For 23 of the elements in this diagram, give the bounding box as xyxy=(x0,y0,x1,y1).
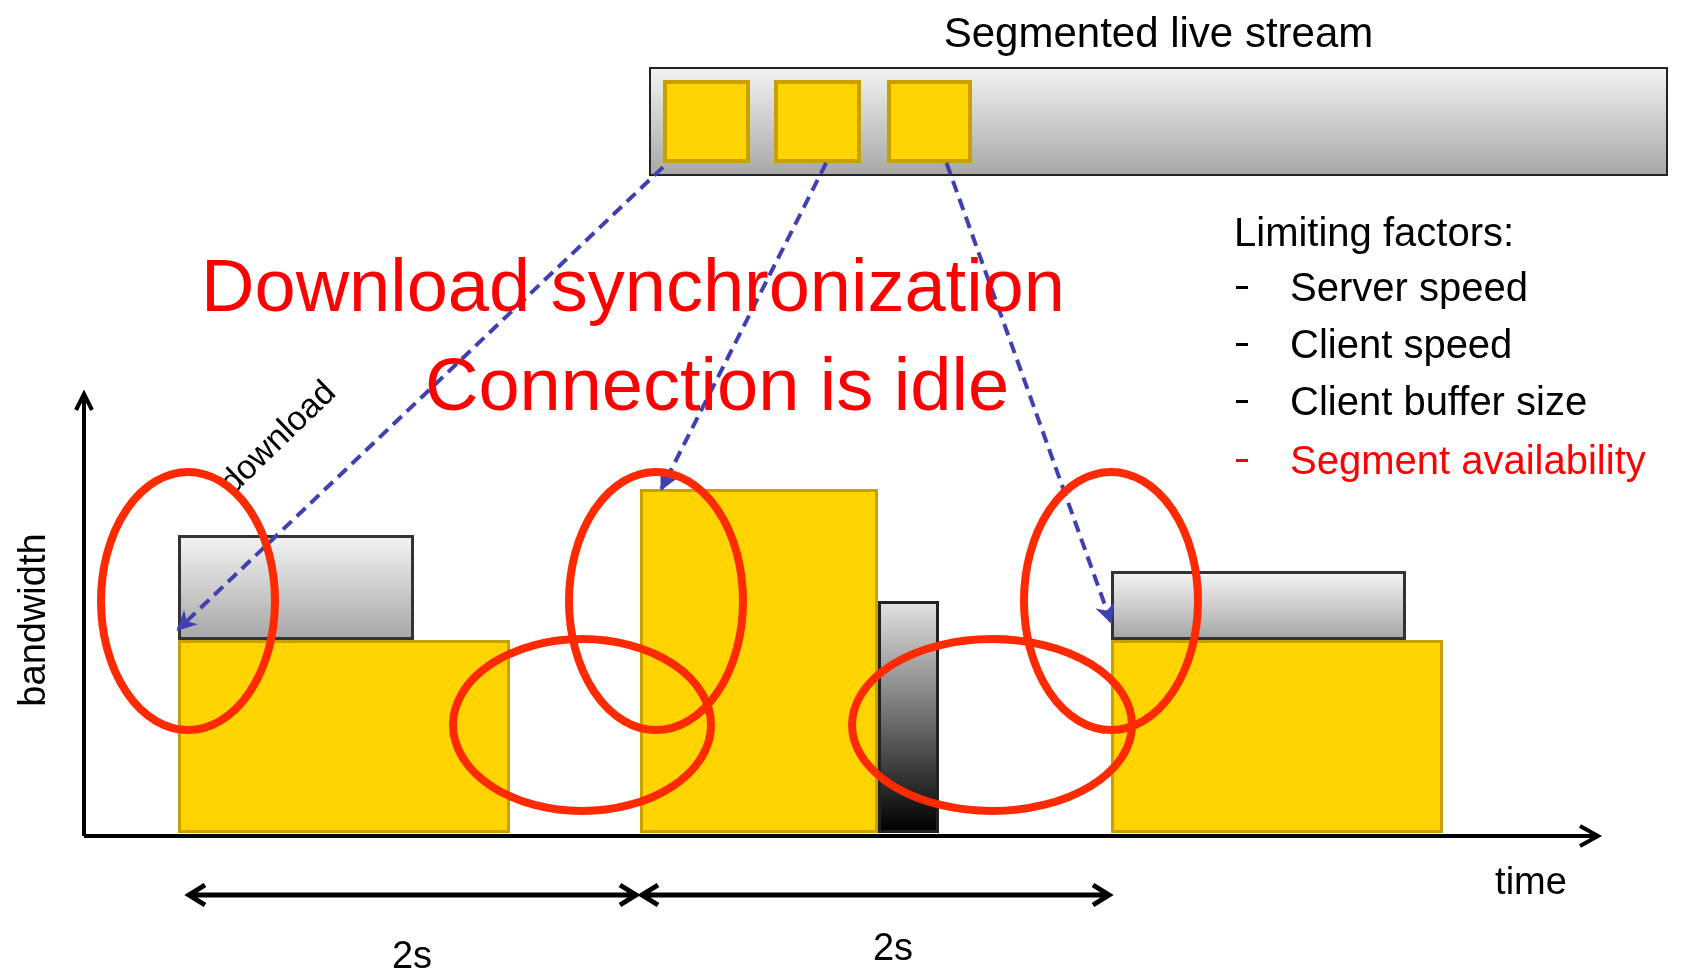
list-item: Segment availability xyxy=(1290,440,1646,480)
bandwidth-bar xyxy=(1111,571,1406,640)
bandwidth-bar xyxy=(178,535,414,640)
stream-title: Segmented live stream xyxy=(942,12,1375,54)
axis-label: bandwidth xyxy=(13,533,51,707)
bandwidth-bar xyxy=(178,640,510,833)
list-item: Client buffer size xyxy=(1290,381,1588,421)
arrow xyxy=(659,162,828,491)
axis-label: time xyxy=(1495,862,1567,900)
segment-box xyxy=(887,80,972,163)
overlay-heading: Connection is idle xyxy=(424,348,1010,422)
bandwidth-bar xyxy=(878,601,939,833)
bandwidth-bar xyxy=(640,489,878,833)
segment-box xyxy=(774,80,861,163)
list-item: Client speed xyxy=(1290,324,1513,364)
arrow xyxy=(944,162,1115,624)
list-heading: Limiting factors: xyxy=(1234,212,1515,252)
segment-box xyxy=(663,80,750,163)
dimension-label: 2s xyxy=(391,936,433,972)
bandwidth-bar xyxy=(1111,640,1443,833)
dimension-label: 2s xyxy=(872,928,914,966)
arrow xyxy=(176,165,665,631)
list-item: Server speed xyxy=(1290,267,1528,307)
